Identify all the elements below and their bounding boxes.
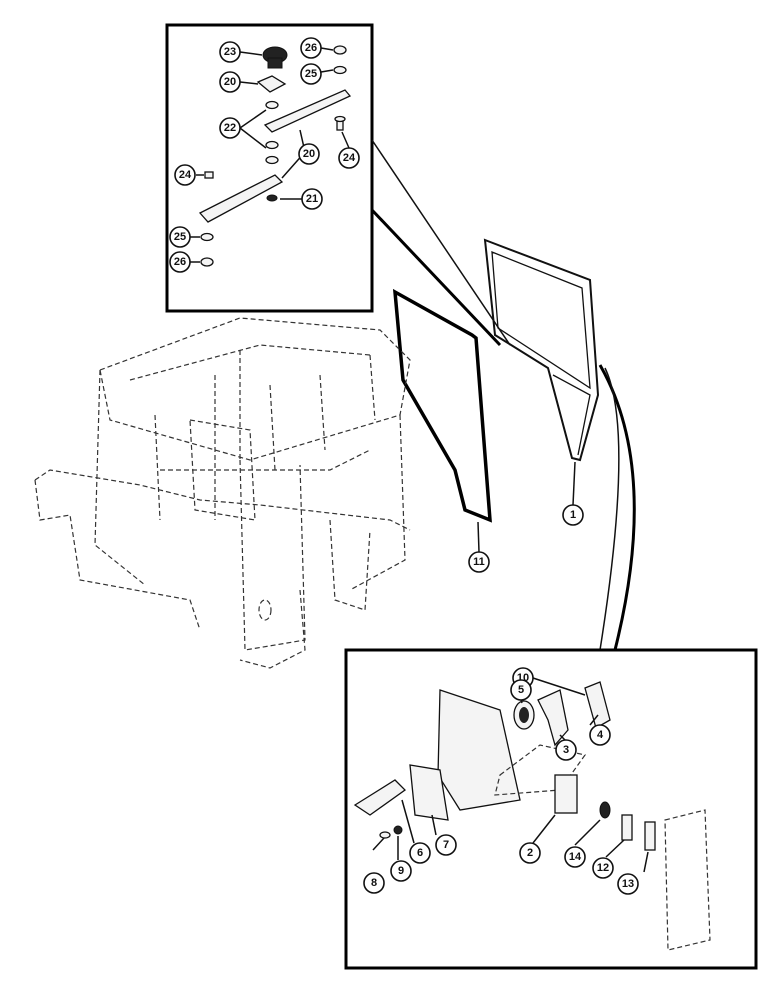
callout-13: 13 xyxy=(617,873,639,895)
svg-text:1: 1 xyxy=(570,509,576,521)
svg-text:22: 22 xyxy=(224,122,236,134)
door-glass-part xyxy=(392,288,492,523)
svg-text:13: 13 xyxy=(622,878,634,890)
callout-24-left: 24 xyxy=(174,164,196,186)
callout-7: 7 xyxy=(435,834,457,856)
callout-9: 9 xyxy=(390,860,412,882)
svg-text:20: 20 xyxy=(224,76,236,88)
callout-20-arm: 20 xyxy=(298,143,320,165)
svg-text:21: 21 xyxy=(306,193,318,205)
callout-11: 11 xyxy=(468,551,490,573)
callout-12: 12 xyxy=(592,857,614,879)
svg-text:23: 23 xyxy=(224,46,236,58)
callout-4: 4 xyxy=(589,724,611,746)
latch-housing xyxy=(437,689,521,811)
svg-text:3: 3 xyxy=(563,744,569,756)
bracket-part xyxy=(256,75,287,93)
callout-8: 8 xyxy=(363,872,385,894)
plate-part xyxy=(409,764,449,821)
svg-text:9: 9 xyxy=(398,865,404,877)
cab-outline xyxy=(34,317,411,669)
svg-text:4: 4 xyxy=(597,729,604,741)
hinge-detail-box xyxy=(165,23,374,313)
nut-part xyxy=(333,45,347,55)
callout-20-bracket: 20 xyxy=(219,71,241,93)
callout-25-top: 25 xyxy=(300,63,322,85)
svg-text:25: 25 xyxy=(174,231,186,243)
svg-text:24: 24 xyxy=(179,169,192,181)
svg-text:12: 12 xyxy=(597,862,609,874)
inner-handle-part xyxy=(353,779,407,816)
callout-2: 2 xyxy=(519,842,541,864)
callout-26-top: 26 xyxy=(300,37,322,59)
callout-23: 23 xyxy=(219,41,241,63)
svg-text:2: 2 xyxy=(527,847,533,859)
callout-1: 1 xyxy=(562,504,584,526)
svg-text:25: 25 xyxy=(305,68,317,80)
svg-text:14: 14 xyxy=(569,851,582,863)
callout-14: 14 xyxy=(564,846,586,868)
washer-part xyxy=(333,65,347,75)
svg-text:11: 11 xyxy=(473,556,485,568)
detail-pointer xyxy=(370,208,502,347)
svg-text:26: 26 xyxy=(305,42,317,54)
callout-3: 3 xyxy=(555,739,577,761)
svg-text:5: 5 xyxy=(518,684,524,696)
callout-25-bottom: 25 xyxy=(169,226,191,248)
latch-detail-box xyxy=(344,648,758,970)
svg-text:26: 26 xyxy=(174,256,186,268)
callout-24-right: 24 xyxy=(338,147,360,169)
callout-26-bottom: 26 xyxy=(169,251,191,273)
callout-21: 21 xyxy=(301,188,323,210)
callout-5: 5 xyxy=(510,679,532,701)
svg-text:8: 8 xyxy=(371,877,377,889)
door-frame-part xyxy=(483,238,600,462)
callout-6: 6 xyxy=(409,842,431,864)
svg-text:6: 6 xyxy=(417,847,423,859)
hinge-arm-upper xyxy=(263,89,352,133)
svg-text:24: 24 xyxy=(343,152,356,164)
hinge-arm-lower xyxy=(198,174,284,223)
svg-text:7: 7 xyxy=(443,839,449,851)
callout-22: 22 xyxy=(219,117,241,139)
striker-part xyxy=(554,774,578,814)
svg-text:20: 20 xyxy=(303,148,315,160)
